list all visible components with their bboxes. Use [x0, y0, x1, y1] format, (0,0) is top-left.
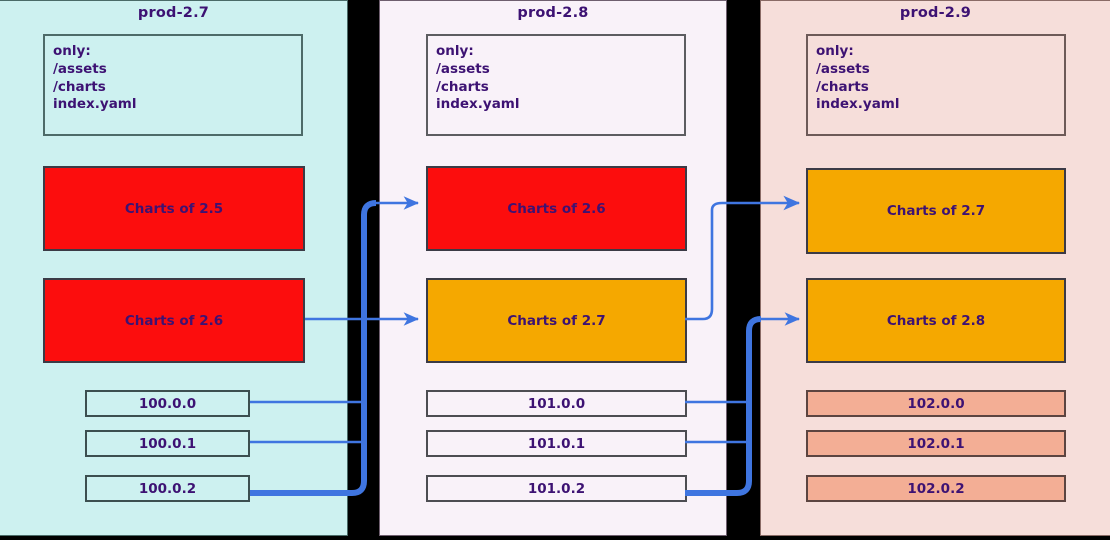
file-index-yaml: index.yaml: [436, 96, 520, 113]
version-box: 101.0.1: [426, 430, 687, 457]
column-prod-2-8: prod-2.8 only: /assets /charts index.yam…: [379, 0, 727, 536]
column-title: prod-2.7: [137, 5, 210, 21]
charts-box: Charts of 2.8: [806, 278, 1066, 363]
version-box: 100.0.1: [85, 430, 250, 457]
version-box: 101.0.0: [426, 390, 687, 417]
path-assets: /assets: [53, 60, 107, 77]
version-box: 100.0.0: [85, 390, 250, 417]
charts-box: Charts of 2.5: [43, 166, 305, 251]
path-assets: /assets: [816, 60, 870, 77]
only-label: only:: [53, 43, 91, 59]
version-box: 101.0.2: [426, 475, 687, 502]
charts-box: Charts of 2.7: [426, 278, 687, 363]
only-paths-box: only: /assets /charts index.yaml: [43, 34, 303, 136]
column-title: prod-2.9: [899, 5, 972, 21]
only-label: only:: [436, 43, 474, 59]
only-paths-box: only: /assets /charts index.yaml: [806, 34, 1066, 136]
path-charts: /charts: [53, 78, 106, 95]
column-prod-2-9: prod-2.9 only: /assets /charts index.yam…: [760, 0, 1110, 536]
path-assets: /assets: [436, 60, 490, 77]
path-charts: /charts: [436, 78, 489, 95]
file-index-yaml: index.yaml: [53, 96, 137, 113]
only-label: only:: [816, 43, 854, 59]
column-prod-2-7: prod-2.7 only: /assets /charts index.yam…: [0, 0, 348, 536]
version-box: 100.0.2: [85, 475, 250, 502]
file-index-yaml: index.yaml: [816, 96, 900, 113]
path-charts: /charts: [816, 78, 869, 95]
version-box: 102.0.1: [806, 430, 1066, 457]
only-paths-box: only: /assets /charts index.yaml: [426, 34, 686, 136]
charts-box: Charts of 2.6: [426, 166, 687, 251]
charts-box: Charts of 2.7: [806, 168, 1066, 254]
version-box: 102.0.2: [806, 475, 1066, 502]
charts-box: Charts of 2.6: [43, 278, 305, 363]
column-title: prod-2.8: [517, 5, 589, 21]
version-box: 102.0.0: [806, 390, 1066, 417]
